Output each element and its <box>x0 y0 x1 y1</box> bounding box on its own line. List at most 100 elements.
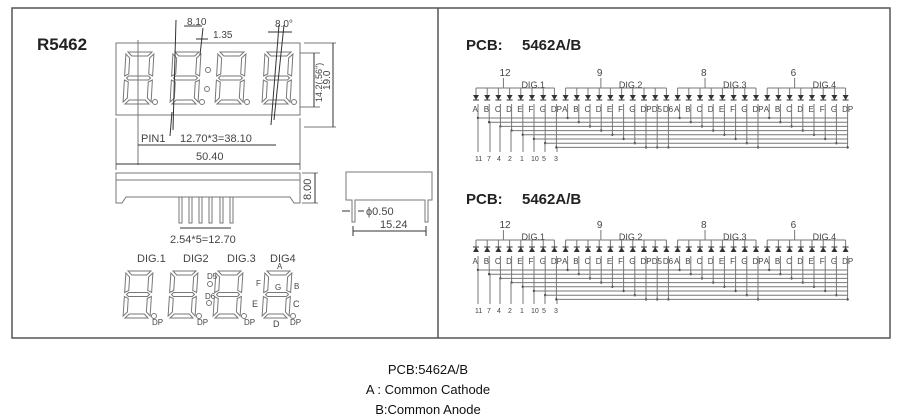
segment-label: G <box>741 105 747 114</box>
segment-b <box>192 271 199 294</box>
dim-seg-gap: 1.35 <box>213 30 233 41</box>
segment-label: B <box>573 257 578 266</box>
segment-d <box>170 99 198 105</box>
front-digit-1 <box>122 51 158 105</box>
digit-name: DIG.2 <box>619 80 643 90</box>
led-diode-icon <box>674 95 681 100</box>
segment-label: C <box>786 105 792 114</box>
led-diode-icon <box>641 247 647 252</box>
top-dimensions: 8.10 1.35 8.0° 14.2(.56") 19.0 PIN1 12 <box>115 17 336 170</box>
segment-e <box>122 295 129 318</box>
segment-b <box>147 271 154 294</box>
segment-label: G <box>741 257 747 266</box>
map-digit-3 <box>212 270 247 319</box>
pin-lead-2 <box>188 196 193 224</box>
segment-label: A <box>562 257 568 266</box>
led-diode-icon <box>730 95 737 100</box>
led-diode-icon <box>820 247 827 252</box>
segment-label: D <box>797 257 803 266</box>
segment-label: C <box>697 105 703 114</box>
common-pin-number: 8 <box>701 68 707 79</box>
led-diode-icon <box>562 247 569 252</box>
segment-a <box>171 270 198 276</box>
digit-name: DIG.2 <box>619 232 643 242</box>
segment-pin-number: 3 <box>554 156 558 163</box>
led-diode-icon <box>629 247 636 252</box>
segment-label: A <box>674 257 680 266</box>
segment-a <box>265 51 293 57</box>
segment-f <box>169 271 176 294</box>
led-diode-icon <box>573 247 580 252</box>
led-diode-icon <box>831 247 838 252</box>
segment-c <box>190 295 197 318</box>
dim-digit-pitch: 12.70*3=38.10 <box>180 133 252 145</box>
digit-label-1: DIG.1 <box>137 253 166 265</box>
decimal-point <box>199 99 205 105</box>
display-body-outline <box>115 42 301 116</box>
seg-label-d6: D6 <box>205 292 216 301</box>
decimal-point <box>244 99 250 105</box>
digit-name: DIG.1 <box>521 232 545 242</box>
led-diode-icon <box>652 247 659 252</box>
segment-pin-number: 11 <box>475 308 482 315</box>
led-diode-icon <box>741 95 748 100</box>
schematic-title-b: PCB: 5462A/B <box>466 191 581 208</box>
segment-b <box>286 271 293 294</box>
segment-map: DIG.1 DIG2 DIG.3 DIG4 A B C D E F G DP D… <box>122 253 301 329</box>
front-digit-4 <box>261 51 297 105</box>
led-diode-icon <box>685 247 692 252</box>
schematic-title: PCB: <box>466 37 503 54</box>
segment-pin-number: 3 <box>554 308 558 315</box>
mechanical-drawing-panel: R5462 8.10 1.35 8.0° 14.2(.56") 19.0 <box>37 17 433 329</box>
seg-label-b: B <box>294 282 299 291</box>
common-pin-number: 6 <box>791 220 797 231</box>
segment-label: E <box>517 105 522 114</box>
led-diode-icon <box>618 247 625 252</box>
front-digit-3 <box>214 51 250 105</box>
segment-pin-number: 4 <box>497 156 501 163</box>
segment-label: B <box>775 105 780 114</box>
common-pin-number: 9 <box>597 220 603 231</box>
led-diode-icon <box>697 247 703 252</box>
segment-label: F <box>529 257 534 266</box>
segment-c <box>285 79 292 104</box>
led-diode-icon <box>506 247 513 252</box>
seg-label-dp-1: DP <box>152 318 163 327</box>
segment-d <box>123 313 150 319</box>
dim-row-spacing: 15.24 <box>380 219 408 231</box>
map-digit-1 <box>122 270 157 319</box>
segment-d <box>262 313 289 319</box>
segment-label: F <box>529 105 534 114</box>
colon-dot-upper <box>205 67 211 73</box>
digit-label-3: DIG.3 <box>227 253 256 265</box>
segment-pin-number: 2 <box>508 308 512 315</box>
segment-c <box>193 79 200 104</box>
led-diode-icon <box>573 95 580 100</box>
caption-common-anode: B:Common Anode <box>375 402 481 417</box>
segment-label: D <box>506 257 512 266</box>
dim-seg-width: 8.10 <box>187 17 207 28</box>
segment-label: G <box>540 257 546 266</box>
seg-label-e: E <box>252 299 258 309</box>
segment-pin-number: 7 <box>487 308 491 315</box>
segment-label: E <box>719 105 724 114</box>
led-diode-icon <box>674 247 681 252</box>
segment-a <box>216 270 243 276</box>
segment-c <box>235 295 242 318</box>
segment-g <box>264 292 290 297</box>
led-diode-icon <box>562 95 569 100</box>
segment-label: D <box>797 105 803 114</box>
seg-label-dp-3: DP <box>244 318 255 327</box>
led-diode-icon <box>708 95 715 100</box>
digit-name: DIG.4 <box>813 80 837 90</box>
segment-d <box>168 313 195 319</box>
schematic-part: 5462A/B <box>522 37 581 54</box>
segment-label: G <box>629 105 635 114</box>
front-view <box>115 42 301 116</box>
segment-label: D <box>506 105 512 114</box>
